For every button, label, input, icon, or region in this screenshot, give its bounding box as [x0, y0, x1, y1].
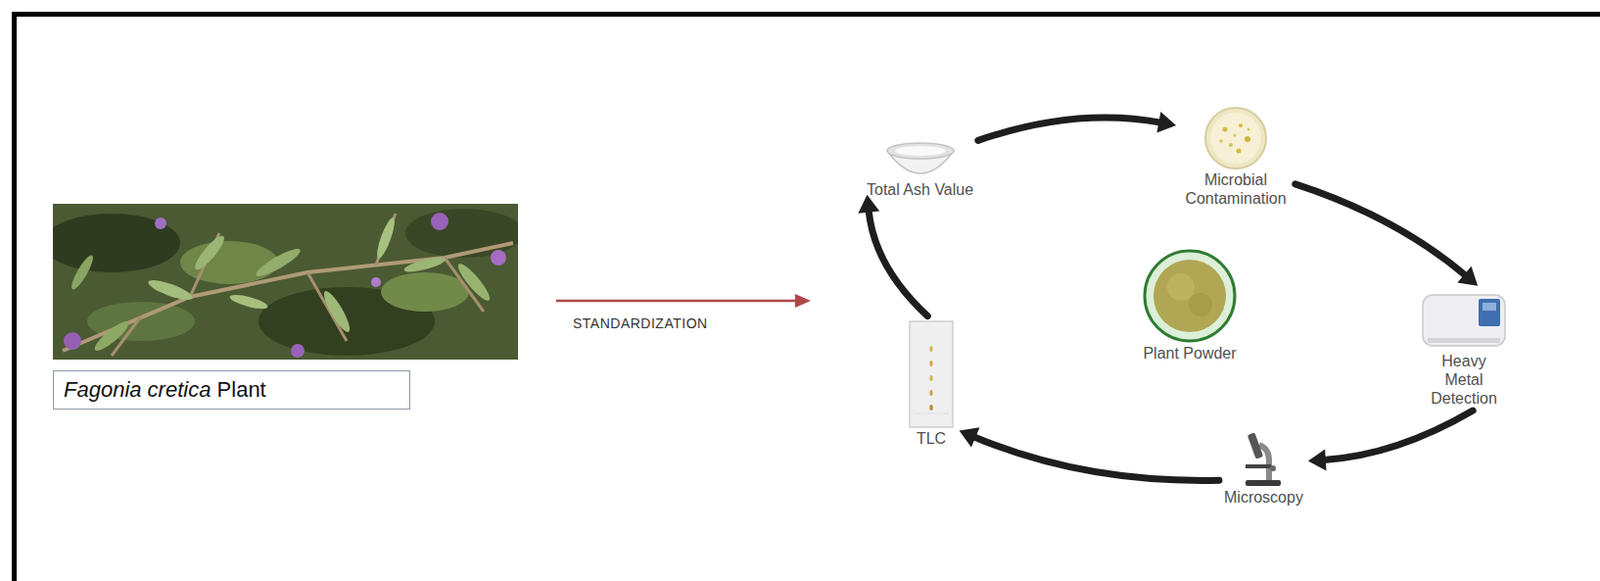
arrow-shaft [973, 436, 1220, 481]
arrow-head [1308, 448, 1327, 471]
arrow-head [1457, 266, 1478, 286]
petri-dish-icon [1203, 105, 1269, 171]
analyzer-icon [1419, 288, 1508, 352]
test-step: Microbial Contamination [1180, 105, 1291, 208]
test-step: Total Ash Value [866, 137, 974, 199]
test-step: Microscopy [1223, 430, 1304, 507]
step-label: Plant Powder [1142, 343, 1236, 363]
plant-photo [52, 203, 518, 360]
test-step: Heavy Metal Detection [1419, 288, 1508, 409]
caption-text: Plant [217, 376, 267, 402]
arrow-label: STANDARDIZATION [572, 315, 708, 331]
tlc-plate-icon [907, 319, 955, 429]
microscope-icon [1235, 430, 1291, 488]
step-label: Total Ash Value [866, 180, 974, 199]
cycle-arrow [1308, 410, 1473, 471]
center-sample: Plant Powder [1141, 247, 1238, 363]
species-name: Fagonia cretica [63, 376, 211, 402]
cycle-arrow [1295, 184, 1478, 286]
cycle-arrow [978, 111, 1177, 142]
arrow-shaft [978, 117, 1162, 141]
test-step: TLC [907, 319, 955, 448]
step-label: TLC [916, 428, 946, 448]
arrow-shaft [868, 210, 928, 317]
caption-box: Fagonia creticaPlant [52, 370, 411, 410]
cycle-arrow [959, 426, 1220, 480]
standardization-arrow [0, 0, 882, 392]
powder-dish-icon [1141, 247, 1238, 344]
cycle-arrow [857, 194, 928, 317]
arrow-head [1156, 111, 1177, 134]
ash-bowl-icon [881, 137, 960, 181]
arrow-shaft [1323, 410, 1473, 460]
step-label: Microscopy [1223, 487, 1304, 507]
arrow-head [959, 426, 981, 447]
arrow-shaft [1295, 184, 1466, 277]
step-label: Heavy Metal Detection [1428, 351, 1500, 409]
step-label: Microbial Contamination [1180, 170, 1291, 208]
